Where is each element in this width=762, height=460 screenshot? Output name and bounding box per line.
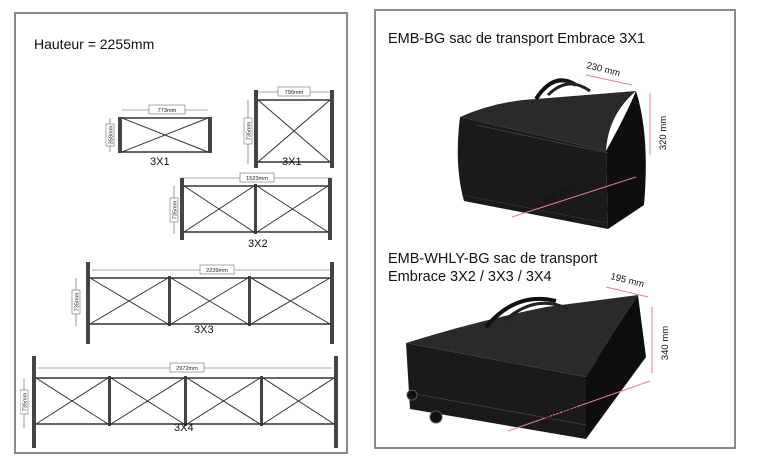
- bag1-title: EMB-BG sac de transport Embrace 3X1: [388, 31, 646, 47]
- bag1-illustration: 230 mm 320 mm 835 mm: [457, 60, 669, 229]
- frame-width-label: 1523mm: [246, 176, 268, 182]
- bag2-illustration: 195 mm 340 mm 910 mm: [406, 273, 671, 439]
- frame-height-label: 358mm: [109, 125, 115, 144]
- frame-label-3x2: 3X2: [248, 238, 268, 250]
- frame-height-label: 735mm: [23, 392, 29, 411]
- frames-panel: Hauteur = 2255mm 773mm 358mm 3X1 790mm 7…: [14, 12, 348, 454]
- bag2-height-dim: 340 mm: [660, 326, 671, 360]
- frame-3x3: 2239mm 735mm: [71, 262, 334, 344]
- bag1-height-dim: 320 mm: [658, 116, 669, 150]
- frame-width-label: 2239mm: [206, 268, 228, 274]
- frame-3x4: 2972mm 735mm: [20, 356, 338, 448]
- frame-label-3x3: 3X3: [194, 324, 214, 336]
- frame-width-label: 2972mm: [176, 366, 198, 372]
- frame-height-label: 735mm: [173, 200, 179, 219]
- bag2-depth-dim: 195 mm: [609, 273, 645, 290]
- bag2-title-line2: Embrace 3X2 / 3X3 / 3X4: [388, 269, 552, 285]
- frame-height-label: 735mm: [247, 121, 253, 140]
- frame-label-3x1-tall: 3X1: [282, 156, 302, 168]
- frame-3x1-tall: 790mm 735mm: [243, 86, 334, 168]
- frame-3x2: 1523mm 735mm: [169, 172, 332, 240]
- bag2-title-line1: EMB-WHLY-BG sac de transport: [388, 251, 598, 267]
- frame-height-label: 735mm: [75, 292, 81, 311]
- bags-panel: EMB-BG sac de transport Embrace 3X1 230 …: [374, 9, 736, 449]
- frame-3x1-short: 773mm 358mm: [105, 104, 212, 153]
- frame-width-label: 773mm: [158, 108, 177, 114]
- frame-label-3x1-short: 3X1: [150, 156, 170, 168]
- frame-label-3x4: 3X4: [174, 422, 194, 434]
- height-title: Hauteur = 2255mm: [34, 36, 155, 52]
- frame-width-label: 790mm: [285, 90, 304, 96]
